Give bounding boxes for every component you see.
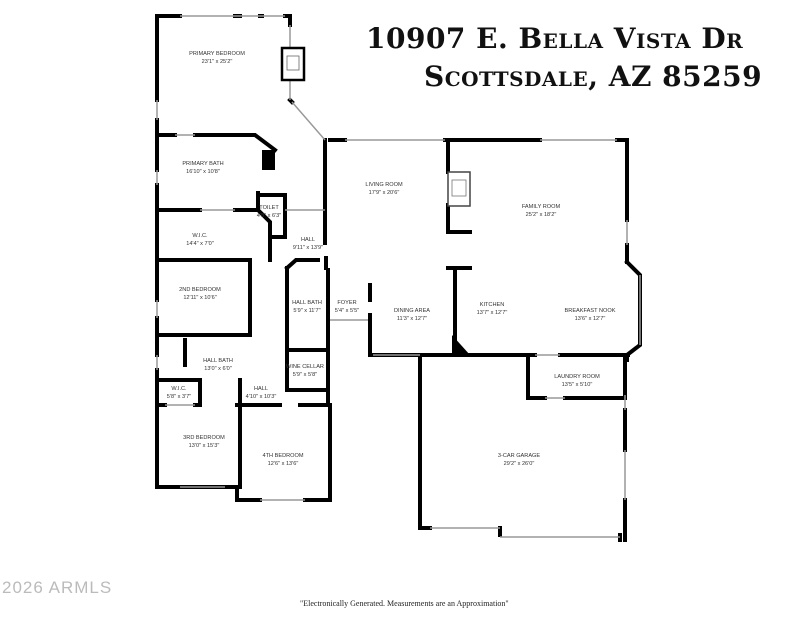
room-size: 5'8" x 3'7" bbox=[166, 394, 192, 400]
fireplace-icon bbox=[280, 46, 306, 82]
room-label-hall-2: HALL 4'10" x 10'3" bbox=[246, 385, 277, 401]
room-size: 5'9" x 11'7" bbox=[293, 308, 321, 314]
walls bbox=[155, 14, 642, 542]
room-name: PRIMARY BATH bbox=[182, 161, 224, 167]
room-name: BREAKFAST NOOK bbox=[564, 308, 616, 314]
room-size: 12'11" x 10'6" bbox=[183, 295, 217, 301]
room-name: LIVING ROOM bbox=[365, 182, 403, 188]
wall-column bbox=[452, 335, 470, 355]
room-name: W.I.C. bbox=[192, 233, 208, 239]
room-label-wic: W.I.C. 14'4" x 7'0" bbox=[186, 232, 214, 248]
room-name: KITCHEN bbox=[479, 302, 505, 308]
room-size: 16'10" x 10'8" bbox=[186, 169, 220, 175]
room-size: 29'2" x 26'0" bbox=[503, 461, 535, 467]
room-label-foyer: FOYER 5'4" x 5'5" bbox=[335, 299, 359, 315]
room-label-living-room: LIVING ROOM 17'9" x 20'6" bbox=[365, 181, 402, 197]
room-label-laundry-room: LAUNDRY ROOM 13'5" x 5'10" bbox=[554, 373, 600, 389]
room-name: FOYER bbox=[337, 300, 357, 306]
room-name: LAUNDRY ROOM bbox=[554, 374, 600, 380]
room-label-garage: 3-CAR GARAGE 29'2" x 26'0" bbox=[498, 452, 540, 468]
room-size: 9'11" x 13'9" bbox=[292, 245, 324, 251]
room-label-primary-bath: PRIMARY BATH 16'10" x 10'8" bbox=[182, 160, 223, 176]
room-name: HALL BATH bbox=[203, 358, 233, 364]
room-name: 4TH BEDROOM bbox=[262, 453, 304, 459]
room-name: 3-CAR GARAGE bbox=[497, 453, 541, 459]
room-label-family-room: FAMILY ROOM 25'2" x 18'2" bbox=[522, 203, 560, 219]
room-label-breakfast-nook: BREAKFAST NOOK 13'6" x 12'7" bbox=[565, 307, 616, 323]
room-name: 3RD BEDROOM bbox=[183, 435, 225, 441]
room-label-hall-bath-2: HALL BATH 13'0" x 6'0" bbox=[203, 357, 233, 373]
address-line-1: 10907 E. Bella Vista Dr bbox=[366, 22, 744, 55]
room-label-4th-bedroom: 4TH BEDROOM 12'6" x 13'6" bbox=[262, 452, 303, 468]
room-label-2nd-bedroom: 2ND BEDROOM 12'11" x 10'6" bbox=[179, 286, 221, 302]
room-name: WINE CELLAR bbox=[286, 364, 324, 370]
address-line-2: Scottsdale, AZ 85259 bbox=[424, 60, 763, 93]
room-name: FAMILY ROOM bbox=[521, 204, 561, 210]
room-size: 13'0" x 15'3" bbox=[188, 443, 220, 449]
room-name: PRIMARY BEDROOM bbox=[189, 51, 245, 57]
room-size: 5'4" x 5'5" bbox=[334, 308, 360, 314]
room-size: 13'7" x 12'7" bbox=[476, 310, 508, 316]
room-label-dining-area: DINING AREA 11'3" x 12'7" bbox=[394, 307, 430, 323]
room-name: DINING AREA bbox=[393, 308, 431, 314]
watermark: 2026 ARMLS bbox=[2, 578, 113, 597]
room-label-3rd-bedroom: 3RD BEDROOM 13'0" x 15'3" bbox=[183, 434, 225, 450]
room-label-kitchen: KITCHEN 13'7" x 12'7" bbox=[477, 301, 508, 317]
disclaimer: "Electronically Generated. Measurements … bbox=[300, 599, 509, 608]
room-size: 14'4" x 7'0" bbox=[186, 241, 214, 247]
room-label-toilet: TOILET 4'8" x 6'3" bbox=[257, 204, 281, 220]
windows-doors bbox=[156, 15, 641, 538]
room-size: 13'5" x 5'10" bbox=[561, 382, 593, 388]
room-size: 11'3" x 12'7" bbox=[396, 316, 428, 322]
room-name: 2ND BEDROOM bbox=[179, 287, 221, 293]
room-name: HALL bbox=[300, 237, 315, 243]
room-name: TOILET bbox=[259, 205, 279, 211]
room-size: 13'0" x 6'0" bbox=[204, 366, 232, 372]
room-size: 25'2" x 18'2" bbox=[525, 212, 557, 218]
room-name: W.I.C. bbox=[171, 386, 187, 392]
room-size: 23'1" x 25'2" bbox=[201, 59, 233, 65]
room-size: 4'10" x 10'3" bbox=[245, 394, 277, 400]
room-size: 13'6" x 12'7" bbox=[574, 316, 606, 322]
room-size: 5'9" x 5'8" bbox=[292, 372, 318, 378]
room-size: 4'8" x 6'3" bbox=[256, 213, 282, 219]
room-size: 12'6" x 13'6" bbox=[267, 461, 299, 467]
room-label-hall: HALL 9'11" x 13'9" bbox=[293, 236, 323, 252]
wall-column bbox=[262, 150, 275, 170]
room-label-wic-2: W.I.C. 5'8" x 3'7" bbox=[167, 385, 191, 401]
room-label-wine-cellar: WINE CELLAR 5'9" x 5'8" bbox=[286, 363, 324, 379]
room-label-primary-bedroom: PRIMARY BEDROOM 23'1" x 25'2" bbox=[189, 50, 245, 66]
room-name: HALL BATH bbox=[292, 300, 322, 306]
room-name: HALL bbox=[254, 386, 268, 392]
fireplace-icon bbox=[447, 171, 471, 207]
room-size: 17'9" x 20'6" bbox=[368, 190, 400, 196]
room-label-hall-bath: HALL BATH 5'9" x 11'7" bbox=[292, 299, 322, 315]
